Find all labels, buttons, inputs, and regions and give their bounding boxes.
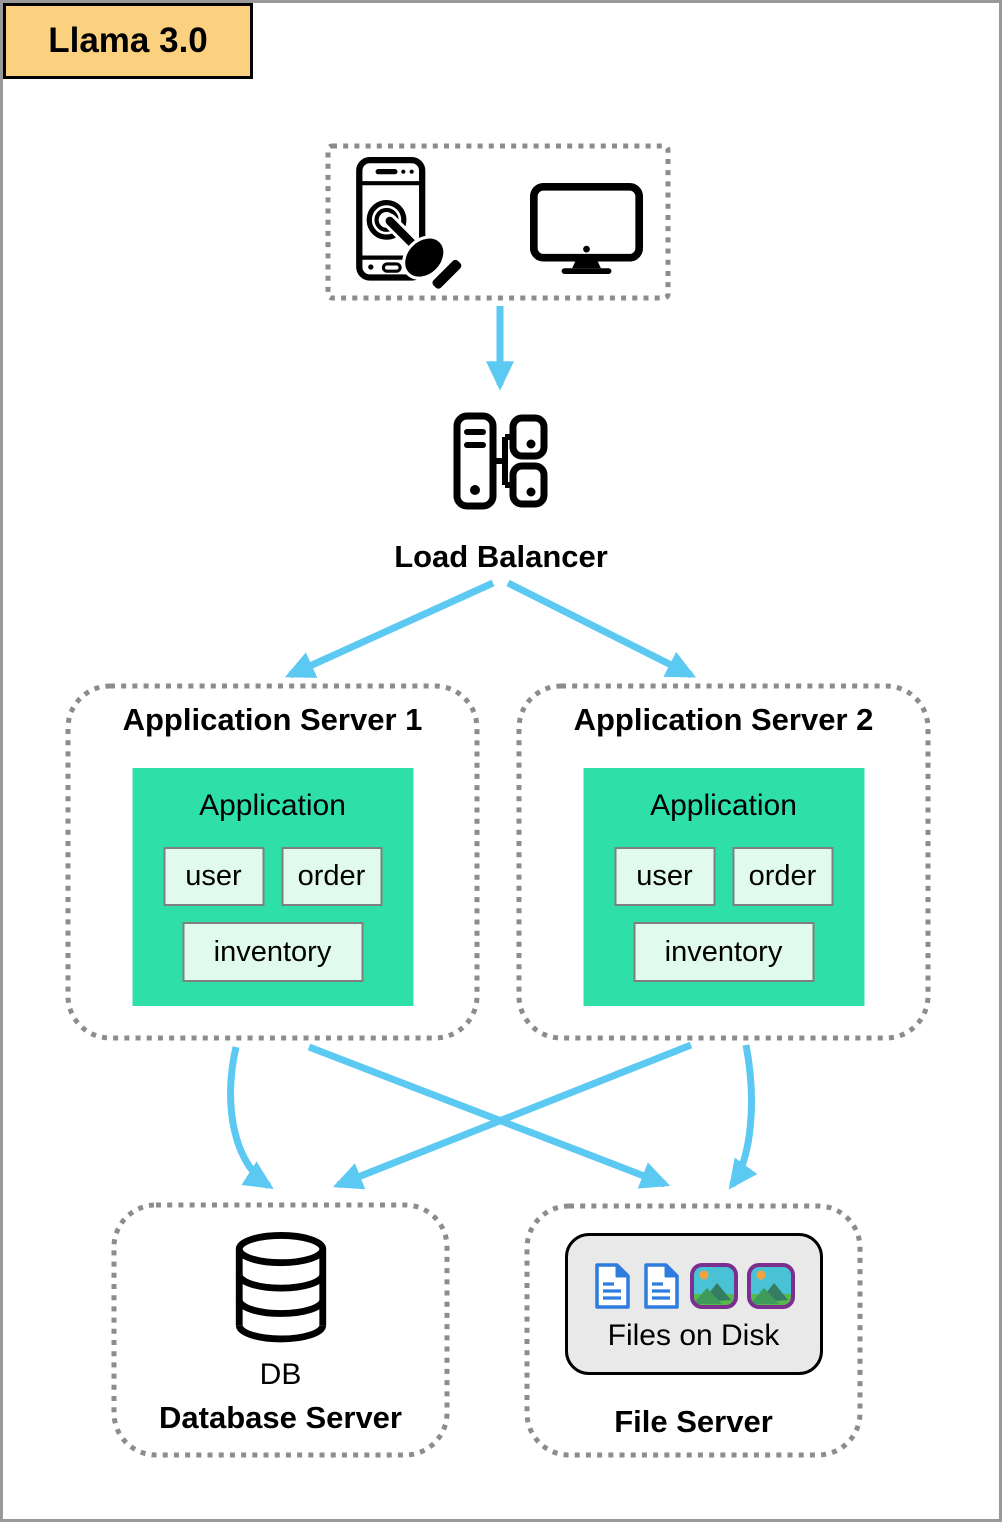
arrow-load-balancer-to-app-server-1 bbox=[284, 579, 495, 679]
application-server-1: Application Server 1 Application user or… bbox=[65, 683, 480, 1041]
app-server-2-title: Application Server 2 bbox=[573, 702, 874, 737]
image-icon bbox=[690, 1263, 738, 1309]
smartphone-touch-icon bbox=[356, 157, 465, 292]
database-server-title: Database Server bbox=[159, 1400, 402, 1435]
arrow-app-server-2-to-database-server bbox=[332, 1041, 693, 1190]
diagram-title: Llama 3.0 bbox=[48, 21, 208, 60]
module-order: order bbox=[281, 847, 382, 906]
load-balancer-label: Load Balancer bbox=[394, 539, 608, 574]
desktop-monitor-icon bbox=[529, 183, 644, 274]
application-server-2: Application Server 2 Application user or… bbox=[516, 683, 931, 1041]
module-user: user bbox=[614, 847, 715, 906]
document-icon bbox=[595, 1263, 630, 1309]
app-server-1-title: Application Server 1 bbox=[122, 702, 423, 737]
arrow-app-server-2-to-file-server bbox=[728, 1044, 758, 1190]
database-icon-label: DB bbox=[259, 1358, 302, 1391]
database-icon bbox=[235, 1232, 326, 1343]
image-icon bbox=[747, 1263, 795, 1309]
application-label: Application bbox=[199, 789, 346, 822]
application-label: Application bbox=[650, 789, 797, 822]
files-on-disk-label: Files on Disk bbox=[607, 1319, 780, 1352]
file-server: Files on Disk File Server bbox=[524, 1203, 863, 1458]
file-server-title: File Server bbox=[614, 1404, 773, 1439]
document-icon bbox=[644, 1263, 679, 1309]
files-icons-row bbox=[592, 1262, 795, 1310]
database-server: DB Database Server bbox=[111, 1202, 450, 1458]
module-user: user bbox=[163, 847, 264, 906]
clients-dotted-border bbox=[325, 143, 671, 301]
app-server-2-dotted-border bbox=[516, 683, 931, 1041]
clients-group bbox=[325, 143, 671, 301]
module-inventory: inventory bbox=[182, 922, 363, 982]
database-server-dotted-border bbox=[111, 1202, 450, 1458]
load-balancer-icon bbox=[453, 412, 548, 510]
files-on-disk-box: Files on Disk bbox=[564, 1233, 823, 1375]
title-badge: Llama 3.0 bbox=[3, 3, 253, 79]
app-server-1-application-box: Application user order inventory bbox=[132, 768, 413, 1006]
arrow-load-balancer-to-app-server-2 bbox=[506, 579, 697, 679]
app-server-1-dotted-border bbox=[65, 683, 480, 1041]
module-inventory: inventory bbox=[633, 922, 814, 982]
file-server-dotted-border bbox=[524, 1203, 863, 1458]
module-order: order bbox=[732, 847, 833, 906]
app-server-2-application-box: Application user order inventory bbox=[583, 768, 864, 1006]
arrow-app-server-1-to-file-server bbox=[307, 1043, 671, 1189]
arrow-app-server-1-to-database-server bbox=[227, 1046, 274, 1190]
